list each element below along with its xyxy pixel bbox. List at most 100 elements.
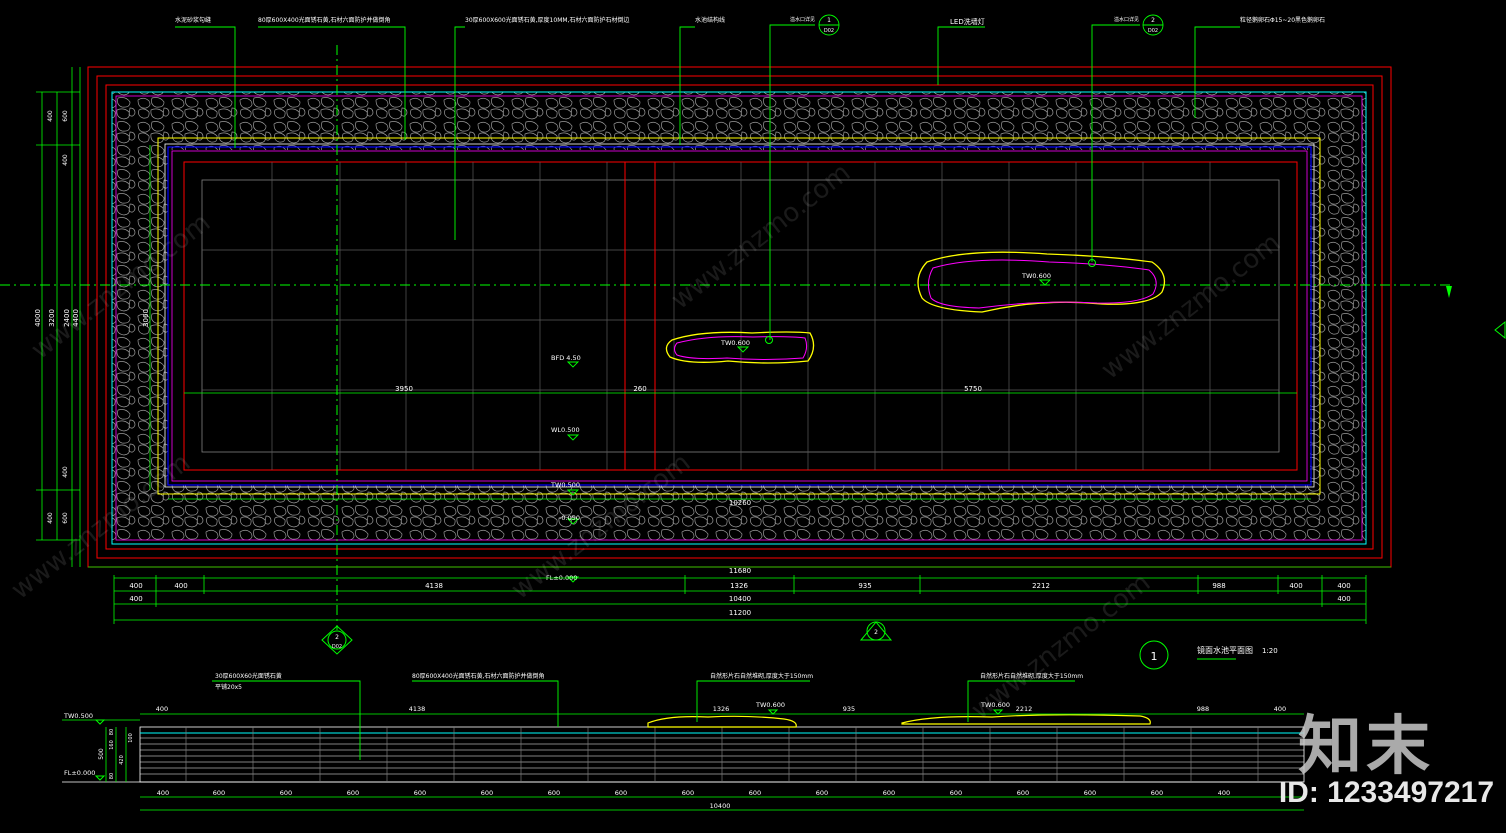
watermark-text: www.znzmo.com <box>1096 228 1286 386</box>
section-symbol-right: 2 <box>859 621 893 641</box>
elevation-bottom: -0.050 <box>559 514 580 522</box>
elevation-rock2: TW0.600 <box>980 701 1010 709</box>
callout-texts: 水泥砂浆勾缝 80厚600X400光面锈石黄,石材六面防护并做倒角 30厚600… <box>175 16 1325 26</box>
dim-elev-bottom: 600 <box>1017 789 1029 797</box>
section-mark-ref: D02 <box>1148 28 1158 34</box>
elevation-note: 自然形片石自然堆砌,厚度大于150mm <box>710 672 813 680</box>
dim-bottom: 400 <box>129 595 142 603</box>
dim-elev-bottom: 600 <box>883 789 895 797</box>
dim-elev-top: 1326 <box>713 705 730 713</box>
dim-elev-bottom: 400 <box>157 789 169 797</box>
dim-elev-bottom: 600 <box>615 789 627 797</box>
section-mark-label: 溢水口详见 <box>790 16 815 23</box>
callout-text: 水池结构线 <box>695 16 725 24</box>
dim-bottom: 2212 <box>1032 582 1050 590</box>
drawing-title-text: 镜面水池平面图 <box>1197 645 1253 655</box>
section-symbol-num: 2 <box>874 629 878 636</box>
elevation-rocks <box>647 714 1151 728</box>
dim-elev-total: 10400 <box>710 802 731 810</box>
dim-left-bottom: 400 <box>47 512 54 524</box>
dim-elev-bottom: 400 <box>1218 789 1230 797</box>
callout-leaders <box>175 24 1240 340</box>
dim-elev-top: 400 <box>156 705 168 713</box>
dim-bottom: 400 <box>174 582 187 590</box>
dim-left-total: 4000 <box>34 309 42 327</box>
outer-frames <box>87 66 1392 568</box>
dim-outer-width: 11680 <box>729 567 751 575</box>
dim-left-a: 3200 <box>48 309 56 327</box>
dim-elev-bottom: 600 <box>682 789 694 797</box>
section-mark-num: 2 <box>1151 17 1155 24</box>
elevation-tw: TW0.500 <box>550 481 580 489</box>
dim-elev-top: 4138 <box>409 705 426 713</box>
elevation-leaders <box>212 680 1075 760</box>
elevation-arrow <box>767 709 779 715</box>
elevation-rock1: TW0.600 <box>755 701 785 709</box>
detail-number: 1 <box>1151 650 1158 663</box>
elevation-arrow <box>992 709 1004 715</box>
callout-text: 粒径鹅卵石Φ15~20黑色鹅卵石 <box>1240 16 1325 24</box>
elevation-note: 自然形片石自然堆砌,厚度大于150mm <box>980 672 1083 680</box>
watermark-pattern: www.znzmo.com www.znzmo.com www.znzmo.co… <box>6 158 1286 726</box>
dim-elev-bottom: 600 <box>280 789 292 797</box>
dim-elev-bottom: 600 <box>414 789 426 797</box>
dim-bottom: 10400 <box>729 595 751 603</box>
dim-left-c: 4400 <box>72 309 80 327</box>
rock-left <box>665 331 815 364</box>
dim-elev-bottom: 600 <box>749 789 761 797</box>
dim-left: 3950 <box>395 385 413 393</box>
section-arrow <box>1494 320 1506 340</box>
dim-left-b: 2400 <box>63 309 71 327</box>
dim-elev-bottom: 600 <box>548 789 560 797</box>
elevation-top-dims: 400 4138 1326 935 2212 988 400 <box>156 705 1286 713</box>
id-tag: ID: 1233497217 <box>1278 776 1494 809</box>
section-mark-circles <box>818 14 1164 36</box>
elevation-side-dim: 500 <box>98 748 105 760</box>
elevation-arrow <box>94 719 106 725</box>
elevation-side-dim: 420 <box>119 755 125 765</box>
dim-left-top: 400 <box>47 110 54 122</box>
section-mark-num: 1 <box>827 17 831 24</box>
elevation-rock-right: TW0.600 <box>1021 272 1051 280</box>
dim-elev-bottom: 600 <box>213 789 225 797</box>
dim-left-top: 400 <box>62 154 69 166</box>
callout-text: 80厚600X400光面锈石黄,石材六面防护并做倒角 <box>258 16 391 24</box>
dim-bottom: 400 <box>1337 595 1350 603</box>
elevation-markers <box>566 279 1052 583</box>
callout-text: LED洗墙灯 <box>950 17 985 26</box>
section-mark-label: 溢水口详见 <box>1114 16 1139 23</box>
drawing-title: 1 镜面水池平面图 1:20 <box>1139 640 1278 670</box>
elevation-side-dim: 160 <box>109 740 115 750</box>
dim-bottom: 400 <box>129 582 142 590</box>
elevation-bfd: BFD 4.50 <box>551 354 581 362</box>
left-dim-lines <box>36 67 151 567</box>
elevation-rock-left: TW0.600 <box>720 339 750 347</box>
dim-bottom: 988 <box>1212 582 1225 590</box>
section-mark-ref: D02 <box>824 28 834 34</box>
dim-bottom: 400 <box>1289 582 1302 590</box>
dim-elev-top: 988 <box>1197 705 1209 713</box>
elevation-note: 平铺20x5 <box>215 683 242 691</box>
dim-left-bottom: 400 <box>62 466 69 478</box>
elevation-dim-lines <box>62 713 1304 811</box>
leader-dots <box>765 259 1096 344</box>
elevation-arrow <box>94 775 106 781</box>
callout-text: 30厚600X600光面锈石黄,厚度10MM,石材六面防护石材倒边 <box>465 16 629 24</box>
dim-bottom: 1326 <box>730 582 748 590</box>
dim-elev-bottom: 600 <box>816 789 828 797</box>
dim-left-bottom: 600 <box>62 512 69 524</box>
elevation-fl-left: FL±0.000 <box>64 769 95 777</box>
elevation-tw-left: TW0.500 <box>63 712 93 720</box>
elevation-body <box>62 726 1305 783</box>
section-symbol-left: 2 D02 <box>321 625 353 655</box>
dim-elev-top: 2212 <box>1016 705 1033 713</box>
elevation-note: 30厚600X60光面锈石黄 <box>215 672 282 680</box>
elevation-joints <box>185 727 1259 782</box>
dim-mid: 260 <box>633 385 646 393</box>
brand-logo: 知末 <box>1298 710 1434 784</box>
dim-pool-width: 10260 <box>729 499 751 507</box>
bottom-dims-row1: 400 400 4138 1326 935 2212 988 400 400 <box>129 582 1350 590</box>
dim-right: 5750 <box>964 385 982 393</box>
elevation-side-dim: 80 <box>109 773 115 779</box>
